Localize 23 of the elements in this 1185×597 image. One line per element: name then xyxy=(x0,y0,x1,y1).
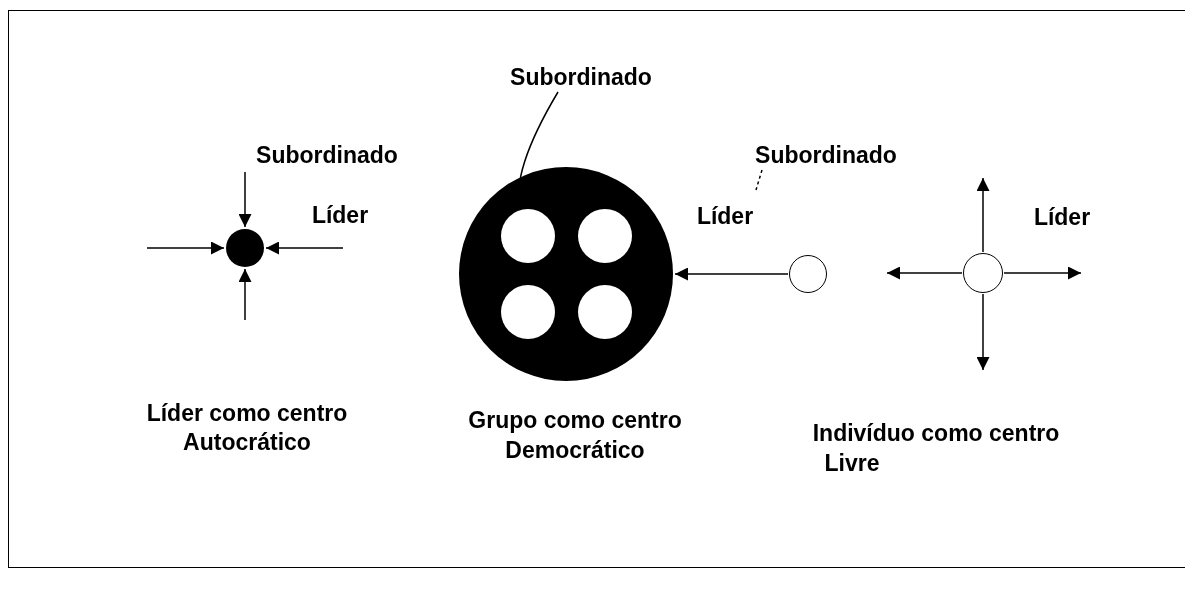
arrow xyxy=(976,293,990,371)
arrow xyxy=(674,267,789,281)
style-caption: Líder como centro xyxy=(146,401,348,425)
role-label: Líder xyxy=(311,203,369,227)
role-label: Líder xyxy=(1033,205,1091,229)
role-label: Líder xyxy=(696,204,754,228)
role-label: Subordinado xyxy=(755,140,897,170)
arrow xyxy=(238,171,252,228)
leader-line xyxy=(517,91,559,211)
role-label: Subordinado xyxy=(256,143,398,167)
arrow xyxy=(976,177,990,253)
arrow xyxy=(886,266,963,280)
leader-line xyxy=(755,169,763,191)
arrow xyxy=(238,268,252,321)
style-caption: Grupo como centro xyxy=(468,408,682,432)
arrow xyxy=(265,241,344,255)
style-caption: Livre xyxy=(824,451,880,475)
arrow xyxy=(1003,266,1082,280)
style-caption: Indivíduo como centro xyxy=(812,421,1060,445)
style-caption: Democrático xyxy=(505,438,645,462)
style-caption: Autocrático xyxy=(183,430,311,454)
arrow xyxy=(146,241,225,255)
role-label: Subordinado xyxy=(510,62,652,92)
